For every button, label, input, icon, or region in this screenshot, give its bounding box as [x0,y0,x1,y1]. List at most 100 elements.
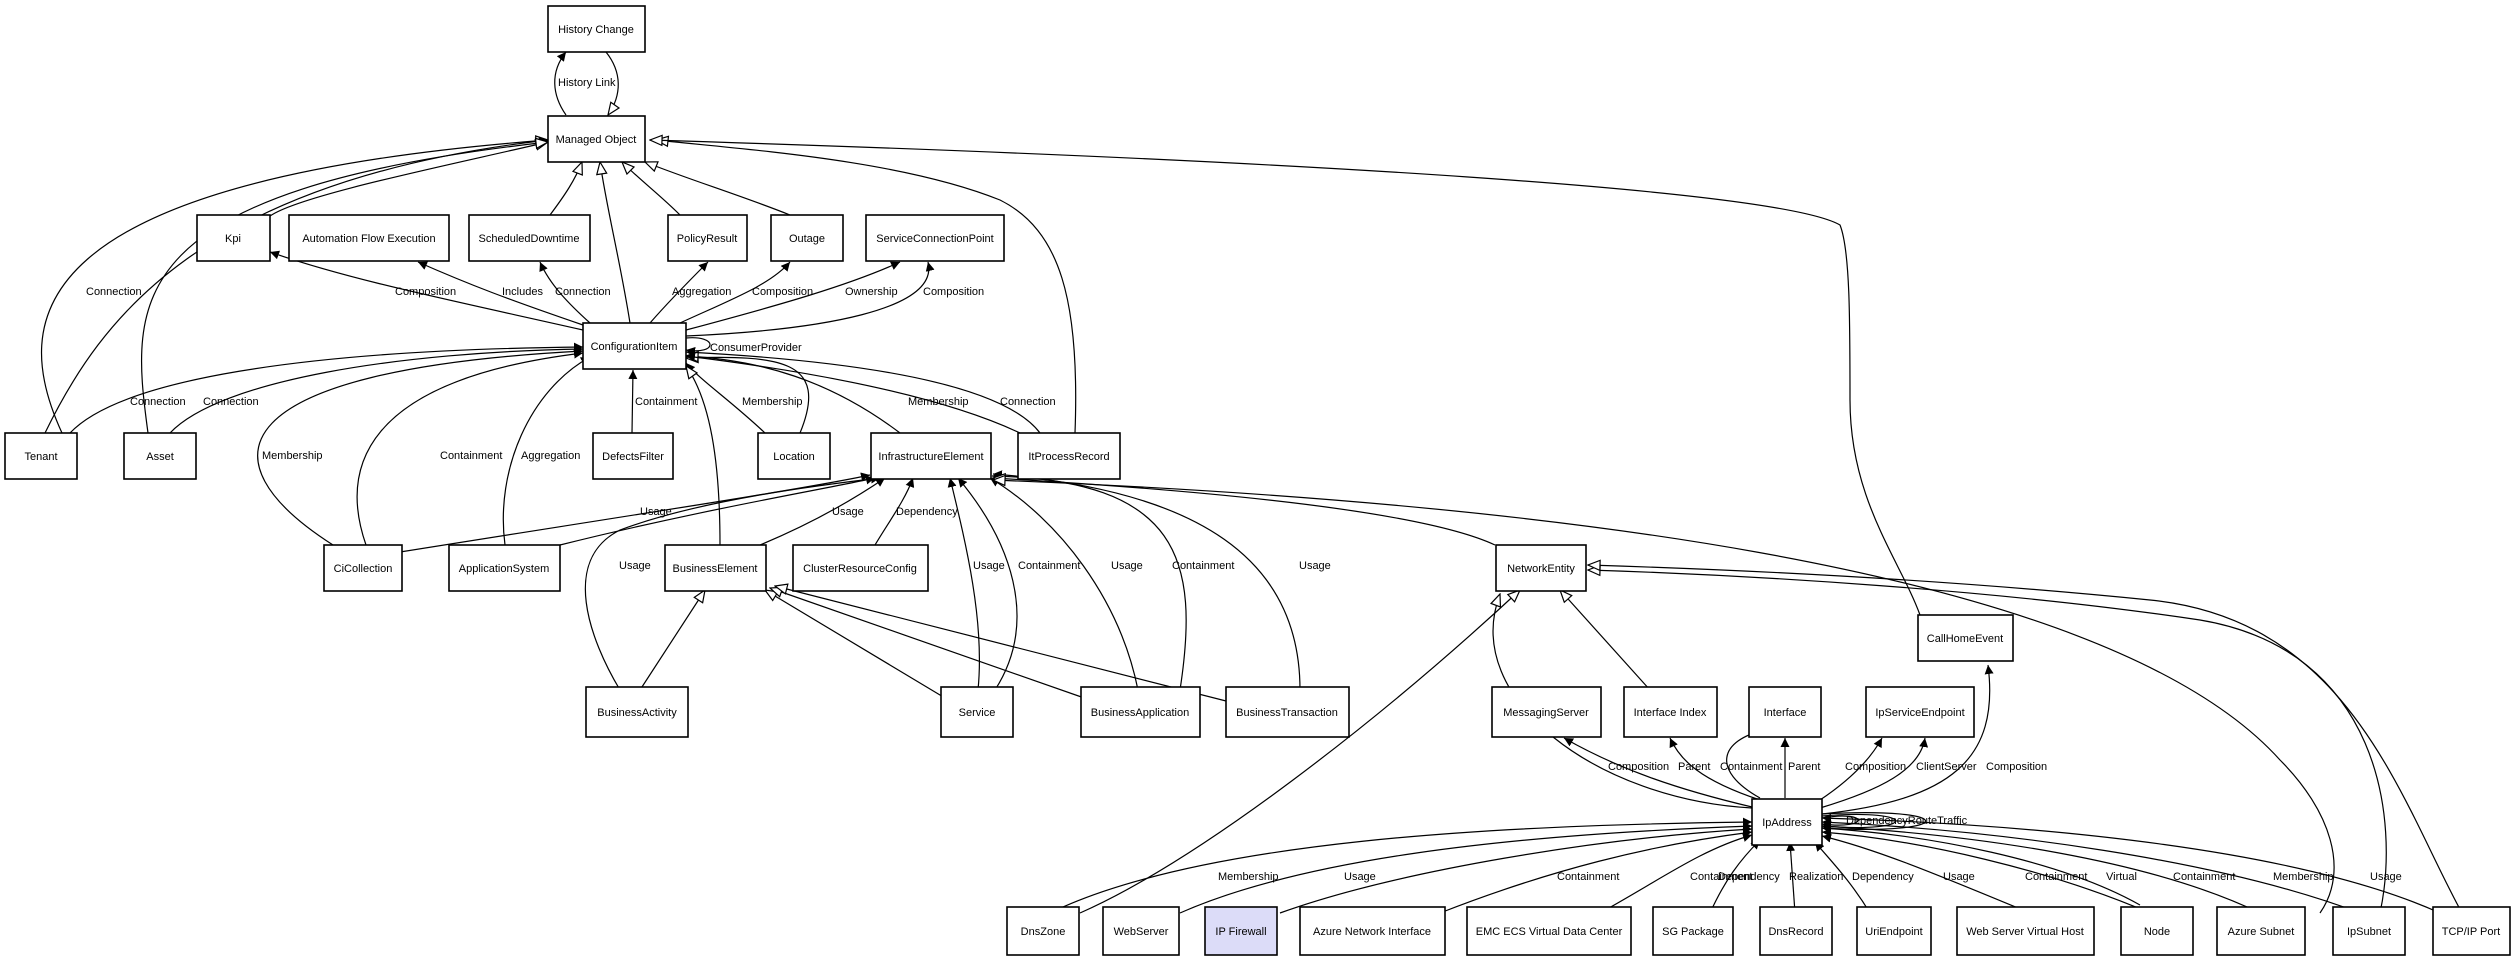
node-service[interactable]: Service [940,686,1014,738]
node-web-server-virtual-host[interactable]: Web Server Virtual Host [1956,906,2095,956]
node-application-system[interactable]: ApplicationSystem [448,544,561,592]
node-label: BusinessActivity [597,707,677,719]
edge-svc-ie-usage [947,477,981,691]
label-aggregation-appsys: Aggregation [521,450,580,462]
node-business-application[interactable]: BusinessApplication [1080,686,1201,738]
node-uri-endpoint[interactable]: UriEndpoint [1856,906,1932,956]
node-tenant[interactable]: Tenant [4,432,78,480]
label-conn-asset-ci: Connection [203,396,259,408]
edge-history-link [554,51,567,116]
node-label: DnsRecord [1768,926,1823,938]
node-infrastructure-element[interactable]: InfrastructureElement [870,432,992,480]
node-label: ServiceConnectionPoint [876,233,993,245]
edge-dns-ip [1049,817,1753,914]
edge-bapp-be [770,588,1091,701]
edge-bact-ie [584,474,881,691]
node-ip-service-endpoint[interactable]: IpServiceEndpoint [1865,686,1975,738]
node-sg-package[interactable]: SG Package [1652,906,1734,956]
node-managed-object[interactable]: Managed Object [547,115,646,163]
node-dns-zone[interactable]: DnsZone [1006,906,1080,956]
node-interface-index[interactable]: Interface Index [1623,686,1718,738]
label-parent-iface: Parent [1788,761,1820,773]
node-scheduled-downtime[interactable]: ScheduledDowntime [468,214,591,262]
node-ip-address[interactable]: IpAddress [1751,798,1823,846]
node-label: UriEndpoint [1865,926,1922,938]
edge-tcp-ne [1588,565,2463,914]
node-configuration-item[interactable]: ConfigurationItem [582,322,687,370]
node-messaging-server[interactable]: MessagingServer [1491,686,1602,738]
node-business-activity[interactable]: BusinessActivity [585,686,689,738]
label-containment-azure-ni: Containment [1557,871,1619,883]
node-business-element[interactable]: BusinessElement [664,544,767,592]
node-label: Service [959,707,996,719]
edge-ci-scp-comp [685,261,935,337]
node-label: DnsZone [1021,926,1066,938]
node-azure-network-interface[interactable]: Azure Network Interface [1299,906,1446,956]
node-tcp-ip-port[interactable]: TCP/IP Port [2432,906,2511,956]
edge-location-ci-inherit [686,357,810,434]
edge-wsvh-ip [1821,833,2031,914]
edge-asset-ci [169,344,584,434]
node-label: Asset [146,451,174,463]
label-usage-tcp: Usage [2370,871,2402,883]
edge-ip-callhome [1821,664,1994,815]
edge-bact-be [639,590,705,691]
node-label: Location [773,451,815,463]
edge-ip-ifindex [1669,737,1761,801]
node-automation-flow-execution[interactable]: Automation Flow Execution [288,214,450,262]
node-cluster-resource-config[interactable]: ClusterResourceConfig [792,544,929,592]
edge-cicoll-ci-member [257,346,584,546]
label-comp-ipse: Composition [1845,761,1906,773]
node-kpi[interactable]: Kpi [196,214,271,262]
node-emc-ecs-vdc[interactable]: EMC ECS Virtual Data Center [1466,906,1632,956]
edge-tcp-ip [1821,813,2441,914]
node-business-transaction[interactable]: BusinessTransaction [1225,686,1350,738]
node-web-server[interactable]: WebServer [1102,906,1180,956]
node-label: IpAddress [1762,817,1812,829]
label-history-link: History Link [558,77,616,89]
node-ip-firewall[interactable]: IP Firewall [1204,906,1278,956]
node-label: BusinessTransaction [1236,707,1338,719]
label-dependency-sg: Dependency [1718,871,1780,883]
node-azure-subnet[interactable]: Azure Subnet [2216,906,2306,956]
edge-outage-inherit [645,162,791,216]
node-asset[interactable]: Asset [123,432,197,480]
node-interface[interactable]: Interface [1748,686,1822,738]
node-defects-filter[interactable]: DefectsFilter [592,432,674,480]
edge-web-ip [1179,821,1753,914]
node-label: BusinessElement [673,563,758,575]
node-ci-collection[interactable]: CiCollection [323,544,403,592]
edge-ipsub-ip [1821,817,2361,914]
label-dependency-uri: Dependency [1852,871,1914,883]
edge-sched-inherit [549,162,582,216]
label-comp-messaging: Composition [1608,761,1669,773]
label-conn-tenant-ci: Connection [130,396,186,408]
edge-ip-self-1 [1821,815,1859,830]
label-usage-svc-ie: Usage [973,560,1005,572]
label-usage-wsvh: Usage [1943,871,1975,883]
node-it-process-record[interactable]: ItProcessRecord [1017,432,1121,480]
edge-azni-ip [1439,828,1753,914]
node-ip-subnet[interactable]: IpSubnet [2332,906,2406,956]
edge-ci-kpi [269,250,584,331]
edge-emc-ip [1599,833,1753,914]
node-label: CallHomeEvent [1927,633,2003,645]
node-service-connection-point[interactable]: ServiceConnectionPoint [865,214,1005,262]
node-call-home-event[interactable]: CallHomeEvent [1917,614,2014,662]
node-network-entity[interactable]: NetworkEntity [1495,544,1587,592]
node-label: Managed Object [556,134,637,146]
node-label: MessagingServer [1503,707,1589,719]
label-conn-itpr: Connection [1000,396,1056,408]
node-outage[interactable]: Outage [770,214,844,262]
label-membership-itpr: Membership [908,396,969,408]
edge-defects-ci [628,369,638,434]
node-node[interactable]: Node [2120,906,2194,956]
node-label: Kpi [225,233,241,245]
node-location[interactable]: Location [757,432,831,480]
node-policy-result[interactable]: PolicyResult [667,214,748,262]
node-label: InfrastructureElement [878,451,983,463]
label-comp-kpi: Composition [395,286,456,298]
node-dns-record[interactable]: DnsRecord [1759,906,1833,956]
node-history-change[interactable]: History Change [547,5,646,53]
